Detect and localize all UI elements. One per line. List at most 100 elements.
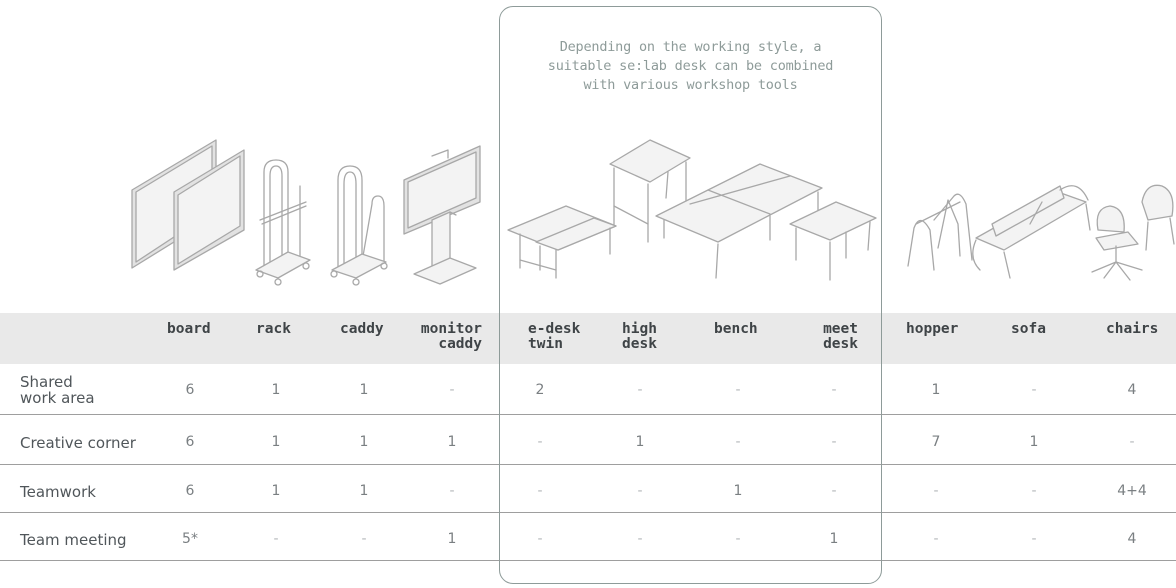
row-label-shared-work-area: Shared work area [20,374,95,406]
column-header-monitor-caddy: monitor caddy [414,322,482,352]
table-cell: - [361,531,367,547]
column-header-line: monitor [420,321,482,337]
row-divider [0,560,1176,561]
column-header-line: chairs [1106,321,1159,337]
table-cell: 1 [733,483,743,499]
column-header-hopper: hopper [906,322,958,337]
table-cell: - [735,434,741,450]
caption-line-1: Depending on the working style, a [559,39,822,55]
table-cell: 1 [931,382,941,398]
furniture-illustrations [131,139,1175,286]
table-cell: 4+4 [1117,483,1147,499]
column-header-line: high [622,321,657,337]
table-cell: 6 [185,382,195,398]
board-illustration [131,139,245,271]
high-desk-illustration [609,139,691,243]
table-cell: - [933,483,939,499]
column-header-board: board [167,322,211,337]
column-header-line: board [167,321,211,337]
table-cell: - [735,531,741,547]
column-header-line: hopper [906,321,959,337]
column-header-sofa: sofa [1011,322,1046,337]
row-label-line: Team meeting [20,531,127,549]
row-label-line: work area [20,389,95,407]
table-cell: - [449,382,455,398]
row-divider [0,512,1176,513]
e-desk-twin-illustration [507,205,617,279]
table-cell: - [831,434,837,450]
row-label-team-meeting: Team meeting [20,532,127,548]
sofa-illustration [972,185,1091,279]
table-cell: 1 [1029,434,1039,450]
caddy-illustration [330,165,388,286]
table-cell: - [537,483,543,499]
caption-line-2: suitable se:lab desk can be combined [547,58,834,74]
table-cell: - [273,531,279,547]
table-cell: - [735,382,741,398]
column-header-high-desk: high desk [622,322,657,352]
meet-desk-illustration [789,201,877,281]
bench-illustration [655,163,823,279]
table-cell: 1 [829,531,839,547]
column-header-line: meet [823,321,858,337]
table-header-band [0,313,1176,364]
row-divider [0,414,1176,415]
column-header-caddy: caddy [340,322,384,337]
column-header-line: caddy [438,336,482,352]
table-cell: 7 [931,434,941,450]
table-cell: 1 [271,382,281,398]
column-header-line: rack [256,321,291,337]
table-cell: - [1031,483,1037,499]
hopper-illustration [907,193,973,271]
table-cell: 1 [271,434,281,450]
column-header-line: bench [714,321,758,337]
row-label-teamwork: Teamwork [20,484,96,500]
caption-line-3: with various workshop tools [583,77,798,93]
row-label-line: Shared [20,373,73,391]
column-header-chairs: chairs [1106,322,1158,337]
table-cell: 1 [635,434,645,450]
table-cell: 1 [359,382,369,398]
caption: Depending on the working style, a suitab… [499,38,882,95]
column-header-line: desk [823,336,858,352]
rack-illustration [255,159,311,286]
column-header-rack: rack [256,322,291,337]
table-cell: 6 [185,434,195,450]
table-cell: 1 [447,434,457,450]
table-cell: 1 [447,531,457,547]
table-cell: 5* [182,531,198,547]
table-cell: - [831,382,837,398]
table-cell: - [537,434,543,450]
row-divider [0,464,1176,465]
table-cell: - [1129,434,1135,450]
table-cell: 6 [185,483,195,499]
table-cell: - [637,382,643,398]
column-header-line: caddy [340,321,384,337]
column-header-bench: bench [714,322,758,337]
table-cell: - [933,531,939,547]
column-header-line: desk [622,336,657,352]
row-label-line: Creative corner [20,434,136,452]
chairs-illustration [1091,184,1175,281]
column-header-line: sofa [1011,321,1046,337]
table-cell: 4 [1127,382,1137,398]
table-cell: - [1031,382,1037,398]
row-label-line: Teamwork [20,483,96,501]
table-cell: - [1031,531,1037,547]
table-cell: 1 [271,483,281,499]
table-cell: 4 [1127,531,1137,547]
row-label-creative-corner: Creative corner [20,435,136,451]
table-cell: - [637,531,643,547]
table-cell: - [449,483,455,499]
table-cell: 1 [359,483,369,499]
column-header-line: twin [528,336,563,352]
table-cell: - [637,483,643,499]
column-header-e-desk-twin: e-desk twin [528,322,580,352]
monitor-caddy-illustration [403,145,481,285]
table-cell: 1 [359,434,369,450]
table-cell: - [831,483,837,499]
column-header-meet-desk: meet desk [810,322,858,352]
column-header-line: e-desk [528,321,581,337]
table-cell: 2 [535,382,545,398]
table-cell: - [537,531,543,547]
